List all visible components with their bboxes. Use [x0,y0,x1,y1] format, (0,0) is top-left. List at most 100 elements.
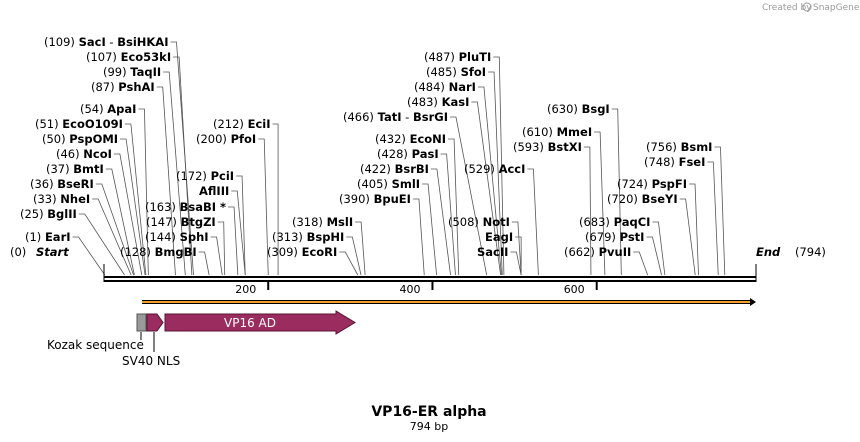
site-pshai[interactable]: (87) PshAI [91,80,176,276]
site-label: (662) PvuII [564,245,631,259]
site-btgzi[interactable]: (147) BtgZI [146,215,226,276]
site-bstxi[interactable]: (593) BstXI [513,140,592,276]
site-bsabi[interactable]: (163) BsaBI * [145,200,239,276]
site-label: (405) SmlI [357,177,420,191]
site-afliii[interactable]: AflIII [199,184,246,276]
site-leader-line [477,86,502,276]
site-position: (25) [20,207,47,221]
backbone-bottom-strand [104,280,756,282]
site-bseyi[interactable]: (720) BseYI [607,192,696,276]
site-msli[interactable]: (318) MslI [292,215,366,276]
site-enzyme-name: PfoI [231,132,257,146]
site-acci[interactable]: (529) AccI [464,162,539,276]
site-label: (724) PspFI [617,177,687,191]
site-paqci[interactable]: (683) PaqCI [579,215,666,276]
site-position: (163) [145,200,180,214]
site-pluti[interactable]: (487) PluTI [424,50,505,276]
site-label: (466) TatI - BsrGI [343,110,448,124]
site-bpuei[interactable]: (390) BpuEI [339,192,425,276]
end-position: (794) [795,245,826,259]
site-sacii[interactable]: SacII [477,245,522,276]
vp16-ad-feature[interactable] [164,310,356,335]
site-position: (1) [25,230,45,244]
site-apai[interactable]: (54) ApaI [80,102,149,276]
site-pcii[interactable]: (172) PciI [176,169,246,276]
site-noti[interactable]: (508) NotI [448,215,522,276]
site-pasi[interactable]: (428) PasI [377,147,456,276]
site-enzyme-name: KasI [442,95,470,109]
site-nari[interactable]: (484) NarI [414,80,502,276]
site-position: (54) [80,102,107,116]
site-leader-line [138,108,149,276]
site-bsrbi[interactable]: (422) BsrBI [360,162,451,276]
site-position: (33) [33,192,60,206]
site-enzyme-name: BpuEI [374,192,411,206]
site-position: (724) [617,177,652,191]
kozak-feature[interactable] [136,313,147,332]
site-enzyme-name: BmgBI [155,245,197,259]
site-bglii[interactable]: (25) BglII [20,207,125,276]
site-bseri[interactable]: (36) BseRI [30,177,134,276]
site-kasi[interactable]: (483) KasI [407,95,502,276]
site-bmti[interactable]: (37) BmtI [46,162,135,276]
site-leader-line [633,251,648,276]
site-position: (212) [213,117,248,131]
site-bsphi[interactable]: (313) BspHI [272,230,362,276]
site-bsgi[interactable]: (630) BsgI [547,102,622,276]
site-eari[interactable]: (1) EarI [25,230,106,276]
site-enzyme-name: BglII [47,207,77,221]
site-econi[interactable]: (432) EcoNI [375,132,460,276]
site-eco53ki[interactable]: (107) Eco53kI [86,50,193,276]
sv40-nls-feature[interactable] [146,313,164,332]
site-label: (33) NheI [33,192,90,206]
site-psti[interactable]: (679) PstI [585,230,662,276]
orf-arrow[interactable] [142,298,756,306]
site-label: (313) BspHI [272,230,344,244]
end-label: End [756,245,781,259]
site-pvuii[interactable]: (662) PvuII [564,245,648,276]
site-label: (51) EcoO109I [35,117,123,131]
site-enzyme-name: AflIII [199,184,229,198]
site-eagi[interactable]: EagI [485,230,522,276]
site-bsmi[interactable]: (756) BsmI [646,140,726,276]
site-position: (99) [103,65,130,79]
site-ncoi[interactable]: (46) NcoI [56,147,143,276]
site-smli[interactable]: (405) SmlI [357,177,437,276]
site-position: (109) [44,35,79,49]
site-ecii[interactable]: (212) EciI [213,117,279,275]
site-pfoi[interactable]: (200) PfoI [196,132,269,276]
site-saci[interactable]: (109) SacI - BsiHKAI [44,35,194,276]
site-label: (144) SphI [145,230,209,244]
site-ecoo109i[interactable]: (51) EcoO109I [35,117,147,276]
site-label: (483) KasI [407,95,469,109]
site-position: (200) [196,132,231,146]
site-taqii[interactable]: (99) TaqII [103,65,186,276]
site-leader-line [346,236,362,276]
site-leader-line [236,175,246,276]
site-leader-line [652,221,666,276]
site-bmgbi[interactable]: (128) BmgBI [120,245,210,276]
start-label: Start [36,245,69,259]
site-enzyme-name: PaqCI [614,215,651,229]
site-leader-line [430,168,451,276]
site-mmei[interactable]: (610) MmeI [522,125,606,276]
site-leader-line [583,146,592,276]
site-position: (756) [646,140,681,154]
site-leader-line [95,183,134,276]
site-tati[interactable]: (466) TatI - BsrGI [343,110,488,276]
site-enzyme-name: PspFI [652,177,687,191]
site-fsei[interactable]: (748) FseI [644,155,719,276]
site-pspomi[interactable]: (50) PspOMI [42,132,146,276]
site-enzyme-name: MslI [327,215,354,229]
site-enzyme-name: EcoNI [410,132,446,146]
site-sfoi[interactable]: (485) SfoI [426,65,503,276]
site-position: (309) [267,245,302,259]
site-label: (128) BmgBI [120,245,197,259]
site-leader-line [170,41,194,276]
site-nhei[interactable]: (33) NheI [33,192,132,276]
site-leader-line [510,251,522,276]
site-sphi[interactable]: (144) SphI [145,230,223,276]
site-ecori[interactable]: (309) EcoRI [267,245,359,276]
site-pspfi[interactable]: (724) PspFI [617,177,699,276]
